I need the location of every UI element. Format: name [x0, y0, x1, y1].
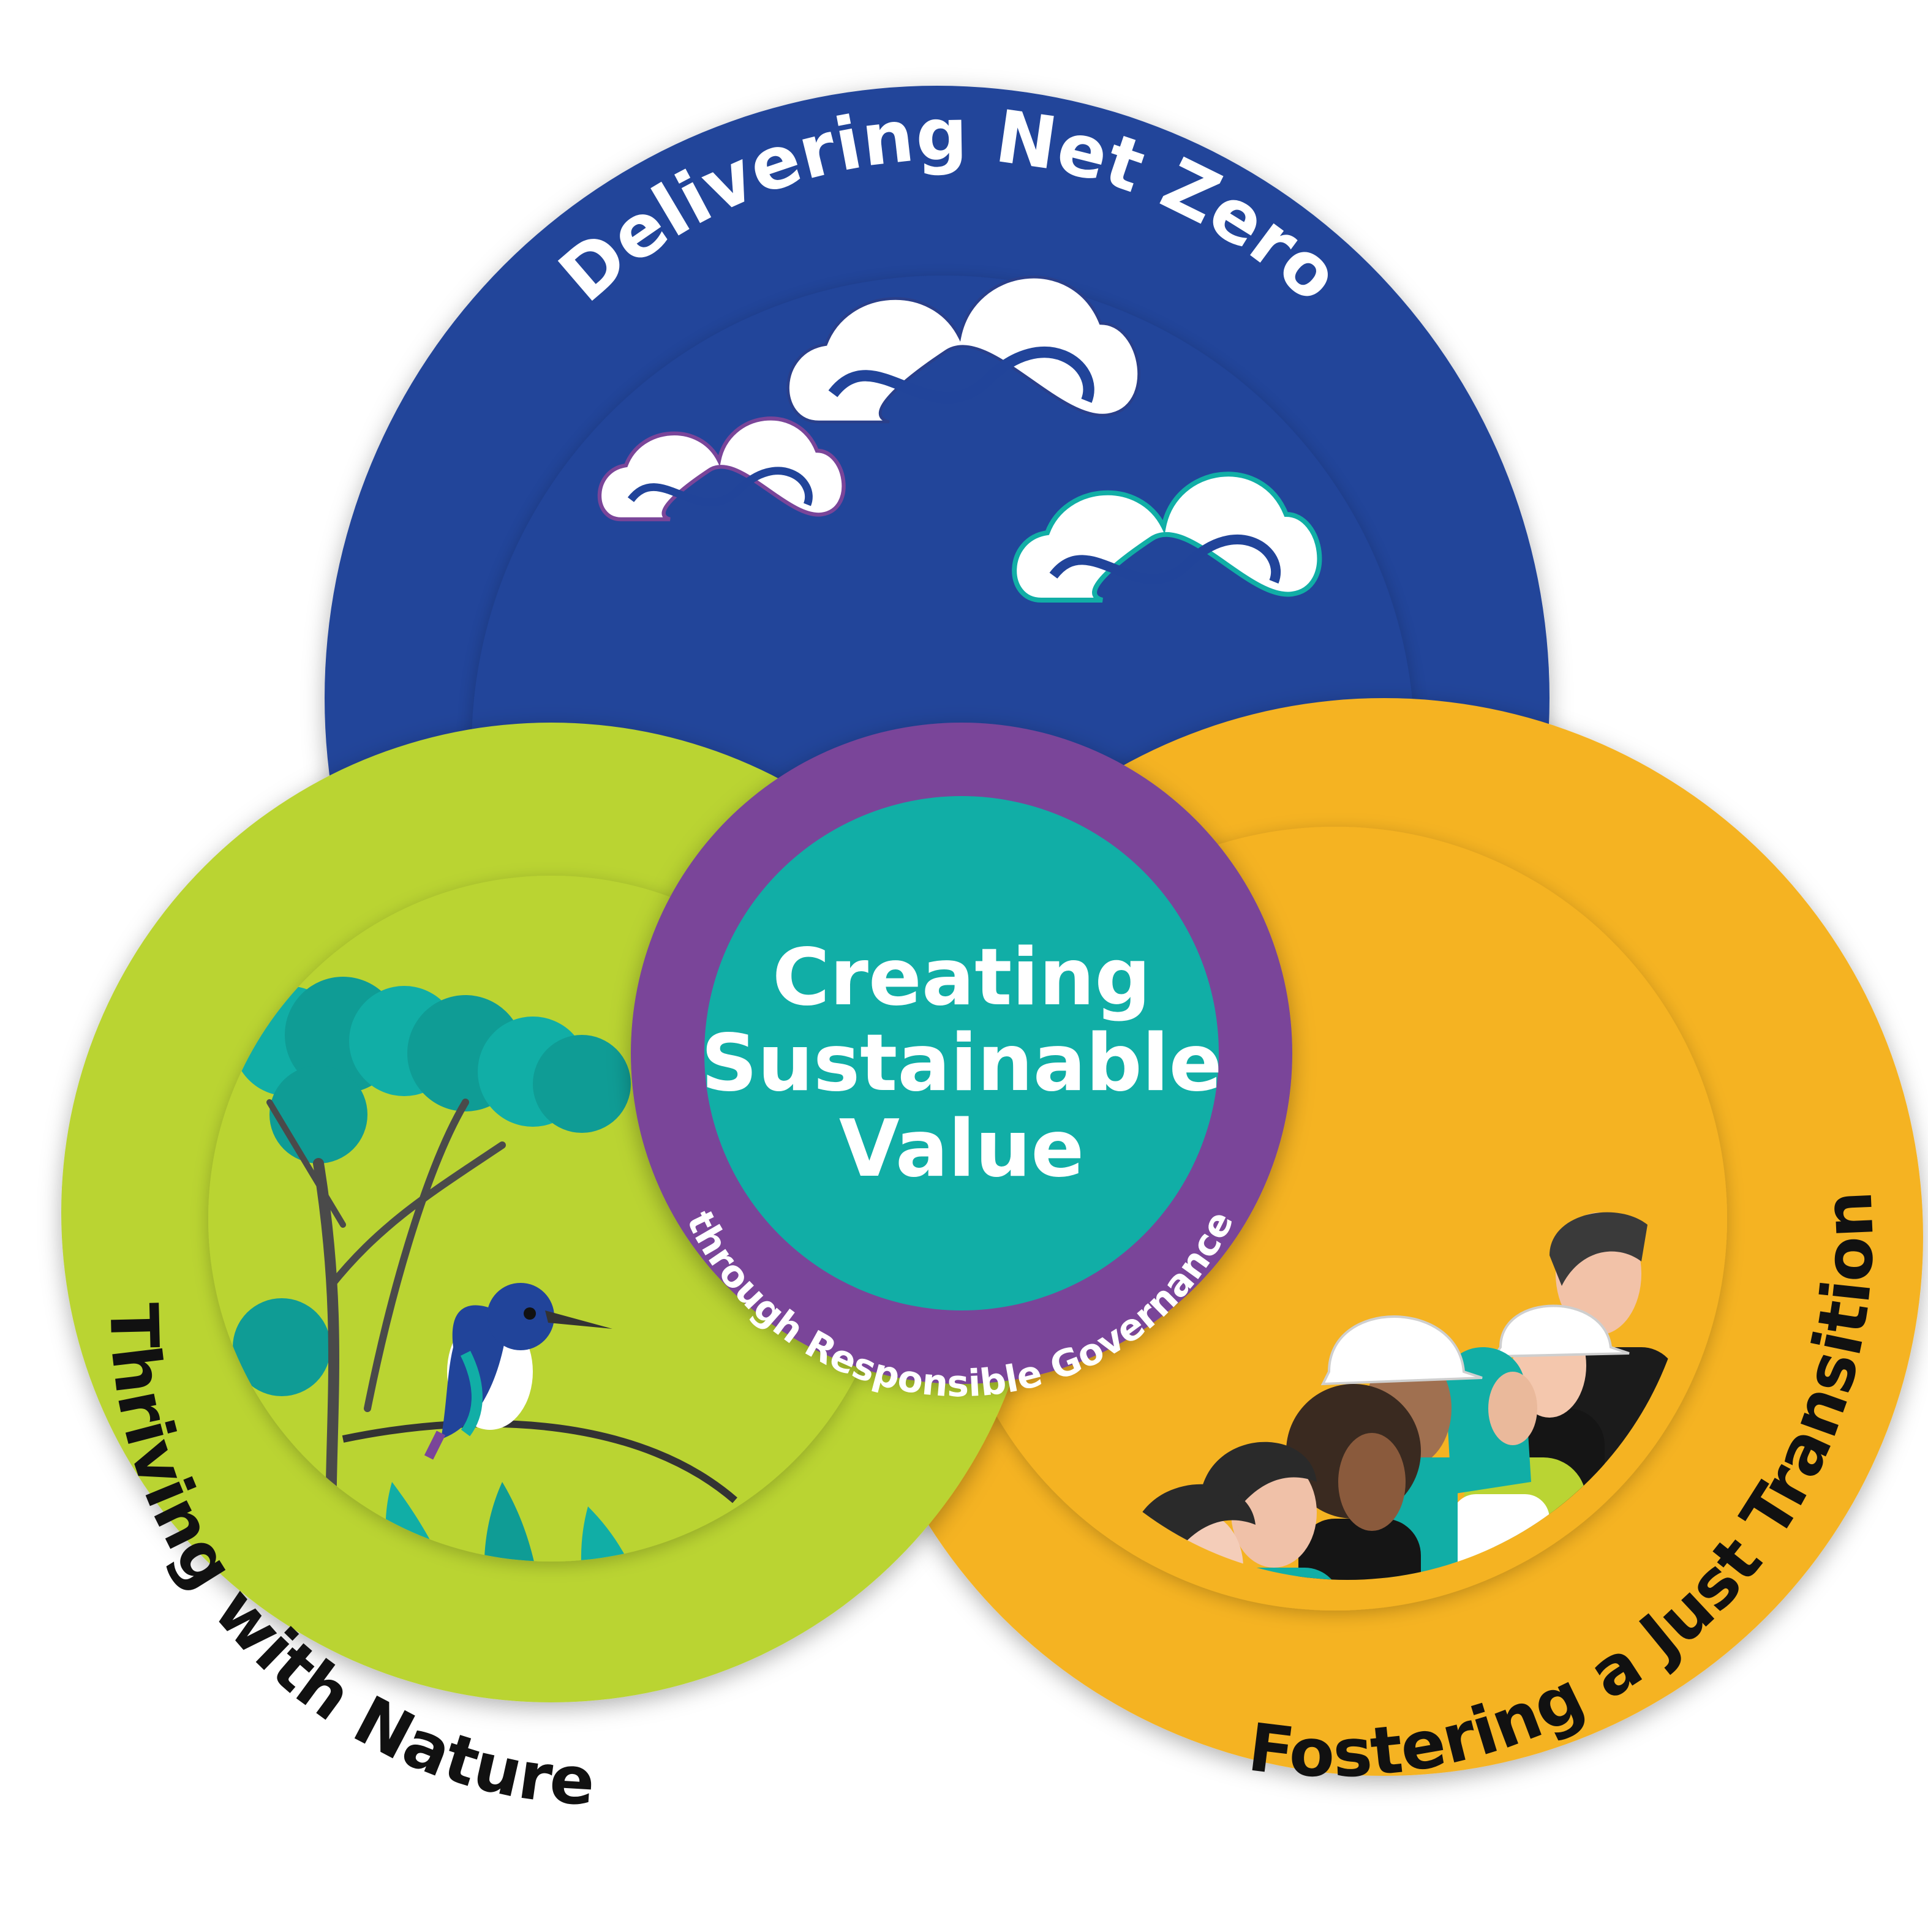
center-title-line-1: Creating	[772, 932, 1151, 1023]
governance-ring	[631, 723, 1292, 1384]
tree-canopy	[233, 977, 631, 1396]
tree-trunks	[266, 1099, 506, 1536]
kingfisher-icon	[424, 1283, 612, 1460]
center-title-line-2: Sustainable	[701, 1018, 1222, 1109]
infinity-cloud-icon	[597, 276, 1322, 603]
branch	[342, 1419, 737, 1503]
worker-curly-hair-figure	[1286, 1384, 1421, 1580]
center-title-line-3: Value	[839, 1103, 1084, 1195]
infinity-cloud-large-icon	[786, 276, 1140, 424]
center-title: Creating Sustainable Value	[701, 932, 1222, 1195]
infinity-cloud-left-icon	[597, 416, 846, 522]
infinity-cloud-right-icon	[1012, 472, 1322, 603]
